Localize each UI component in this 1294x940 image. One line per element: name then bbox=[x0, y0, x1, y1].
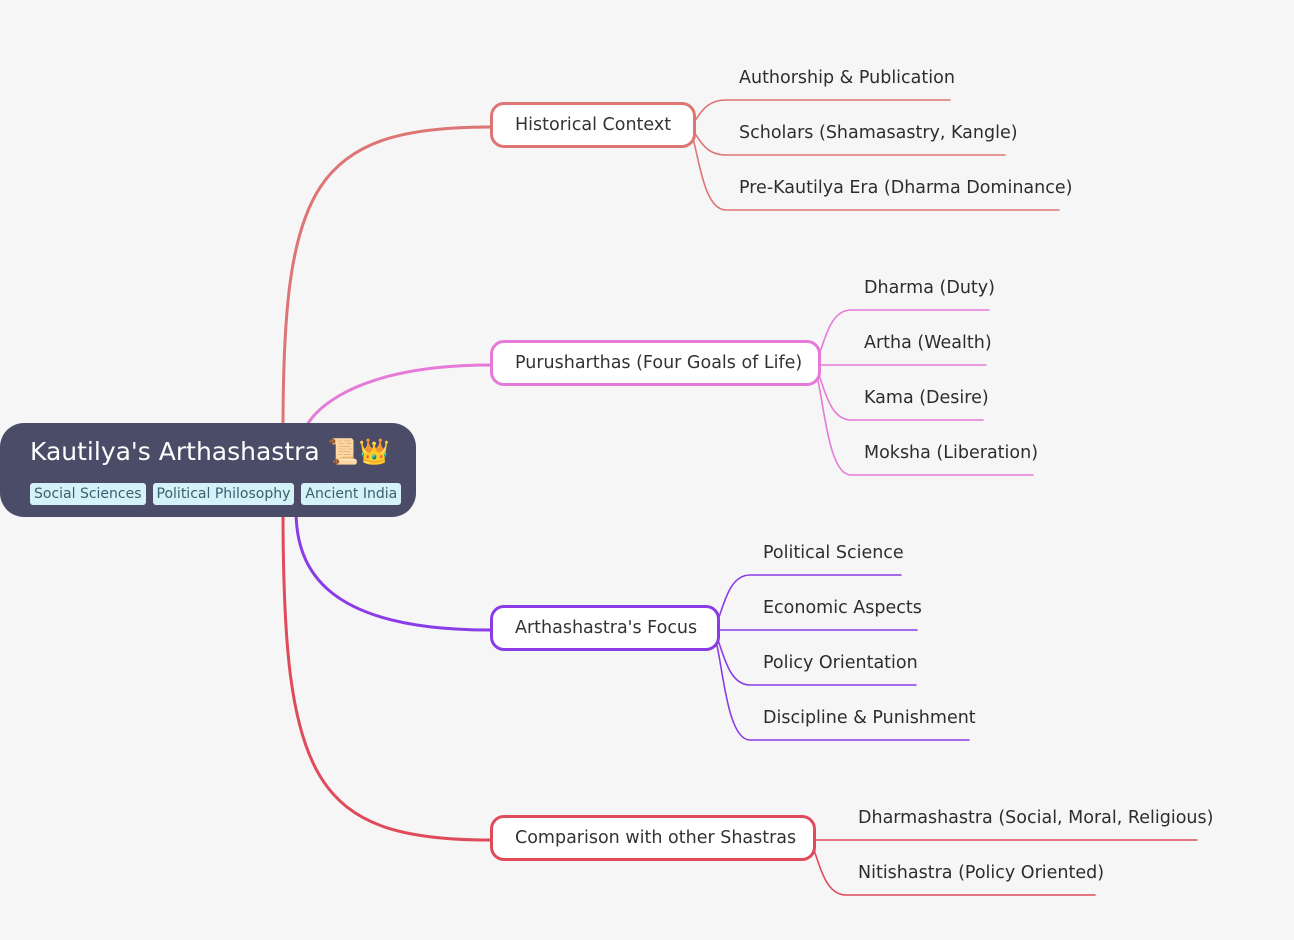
connector-root-branch-3 bbox=[281, 508, 492, 842]
leaf-economic-aspects[interactable]: Economic Aspects bbox=[763, 598, 922, 618]
leaf-authorship-publication[interactable]: Authorship & Publication bbox=[739, 68, 955, 88]
root-node[interactable]: Kautilya's Arthashastra 📜👑 Social Scienc… bbox=[0, 423, 416, 517]
leaf-dharma[interactable]: Dharma (Duty) bbox=[864, 278, 995, 298]
leaf-discipline-punishment[interactable]: Discipline & Punishment bbox=[763, 708, 976, 728]
tag-political-philosophy[interactable]: Political Philosophy bbox=[152, 483, 295, 505]
leaf-kama[interactable]: Kama (Desire) bbox=[864, 388, 989, 408]
root-title: Kautilya's Arthashastra 📜👑 bbox=[30, 437, 390, 466]
branch-historical-context[interactable]: Historical Context bbox=[490, 102, 696, 148]
root-tags: Social Sciences Political Philosophy Anc… bbox=[30, 483, 402, 505]
leaf-moksha[interactable]: Moksha (Liberation) bbox=[864, 443, 1039, 463]
connector-root-branch-1 bbox=[303, 363, 492, 432]
branch-comparison-shastras[interactable]: Comparison with other Shastras bbox=[490, 815, 816, 861]
leaf-scholars[interactable]: Scholars (Shamasastry, Kangle) bbox=[739, 123, 1018, 143]
leaf-political-science[interactable]: Political Science bbox=[763, 543, 904, 563]
leaf-policy-orientation[interactable]: Policy Orientation bbox=[763, 653, 918, 673]
connector-root-branch-2 bbox=[294, 508, 492, 632]
leaf-artha[interactable]: Artha (Wealth) bbox=[864, 333, 992, 353]
leaf-pre-kautilya-era[interactable]: Pre-Kautilya Era (Dharma Dominance) bbox=[739, 178, 1073, 198]
branch-purusharthas[interactable]: Purusharthas (Four Goals of Life) bbox=[490, 340, 821, 386]
tag-ancient-india[interactable]: Ancient India bbox=[301, 483, 402, 505]
branch-arthashastra-focus[interactable]: Arthashastra's Focus bbox=[490, 605, 720, 651]
connector-root-branch-0 bbox=[281, 125, 492, 432]
leaf-nitishastra[interactable]: Nitishastra (Policy Oriented) bbox=[858, 863, 1105, 883]
leaf-dharmashastra[interactable]: Dharmashastra (Social, Moral, Religious) bbox=[858, 808, 1214, 828]
tag-social-sciences[interactable]: Social Sciences bbox=[30, 483, 146, 505]
